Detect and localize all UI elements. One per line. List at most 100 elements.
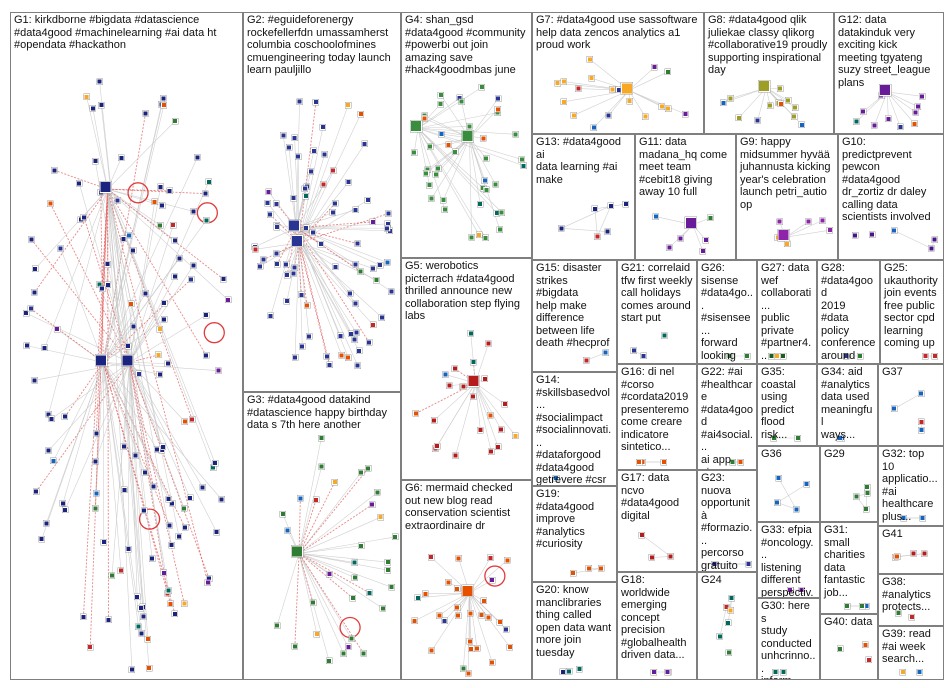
edge bbox=[107, 189, 133, 670]
edge bbox=[298, 438, 322, 554]
edge bbox=[298, 553, 355, 578]
edge bbox=[102, 362, 139, 627]
edge bbox=[475, 382, 499, 447]
node-avatar bbox=[352, 206, 359, 214]
node-avatar bbox=[280, 132, 287, 139]
node-avatar bbox=[305, 333, 313, 340]
edge bbox=[102, 98, 164, 363]
node-avatar bbox=[384, 566, 392, 574]
node-avatar bbox=[108, 572, 116, 579]
node-avatar bbox=[141, 469, 149, 476]
edge bbox=[298, 552, 354, 599]
node-avatar bbox=[843, 352, 850, 360]
group-box-g38: G38: #analytics protects... bbox=[878, 574, 944, 626]
node-avatar bbox=[99, 180, 112, 194]
edge-layer bbox=[894, 393, 922, 431]
node-avatar bbox=[851, 232, 859, 239]
node-avatar bbox=[133, 593, 141, 601]
edge bbox=[102, 362, 169, 500]
group-box-g18: G18: worldwide emerging concept precisio… bbox=[617, 572, 697, 680]
node-avatar bbox=[648, 554, 656, 561]
node-avatar bbox=[202, 311, 210, 319]
node-avatar bbox=[724, 619, 732, 627]
group-network-g30 bbox=[772, 668, 787, 676]
node-avatar bbox=[379, 605, 387, 612]
node-avatar bbox=[473, 645, 481, 652]
node-layer bbox=[273, 434, 399, 665]
edge bbox=[95, 189, 109, 434]
node-avatar bbox=[285, 144, 293, 151]
node-layer bbox=[892, 550, 928, 561]
node-avatar bbox=[267, 312, 274, 320]
edge bbox=[298, 492, 378, 554]
edge bbox=[454, 368, 476, 384]
edge-layer bbox=[414, 556, 511, 674]
node-avatar bbox=[776, 218, 783, 225]
group-box-g37: G37 bbox=[878, 364, 944, 446]
node-avatar bbox=[482, 234, 489, 242]
node-avatar bbox=[586, 56, 594, 63]
node-avatar bbox=[512, 131, 519, 138]
node-avatar bbox=[142, 110, 149, 117]
group-box-g21: G21: correlaid tfw first weekly call hol… bbox=[617, 260, 697, 364]
node-avatar bbox=[475, 231, 483, 239]
group-network-g36 bbox=[773, 474, 810, 513]
edge bbox=[431, 137, 470, 199]
node-avatar bbox=[284, 527, 291, 534]
node-avatar bbox=[41, 344, 48, 352]
node-avatar bbox=[164, 360, 172, 367]
node-avatar bbox=[664, 68, 672, 76]
group-network-g39 bbox=[899, 668, 923, 676]
node-avatar bbox=[175, 533, 183, 540]
node-avatar bbox=[377, 513, 384, 521]
node-avatar bbox=[290, 194, 297, 202]
node-avatar bbox=[283, 297, 291, 305]
edge bbox=[894, 230, 932, 249]
node-avatar bbox=[38, 535, 45, 543]
node-avatar bbox=[188, 416, 196, 423]
node-avatar bbox=[803, 480, 810, 488]
edge bbox=[30, 308, 104, 363]
node-avatar bbox=[348, 635, 355, 642]
node-avatar bbox=[699, 247, 707, 255]
node-avatar bbox=[128, 666, 136, 673]
node-layer bbox=[772, 668, 787, 676]
node-avatar bbox=[918, 418, 925, 426]
node-avatar bbox=[826, 226, 834, 234]
node-avatar bbox=[290, 234, 304, 248]
node-avatar bbox=[660, 458, 668, 466]
edge-layer bbox=[413, 86, 524, 239]
node-avatar bbox=[388, 288, 395, 295]
edge bbox=[298, 553, 314, 603]
edge bbox=[417, 128, 446, 210]
node-avatar bbox=[266, 211, 274, 218]
node-avatar bbox=[61, 506, 69, 514]
node-avatar bbox=[498, 209, 505, 216]
node-avatar bbox=[865, 656, 873, 664]
node-avatar bbox=[893, 553, 901, 560]
edge bbox=[298, 466, 322, 554]
node-avatar bbox=[160, 299, 168, 307]
edge bbox=[102, 362, 222, 500]
edge-layer bbox=[561, 203, 626, 237]
edge bbox=[417, 128, 498, 214]
edge bbox=[294, 227, 297, 268]
node-avatar bbox=[279, 510, 287, 518]
edge bbox=[295, 227, 356, 304]
node-avatar bbox=[434, 165, 442, 172]
edge bbox=[887, 91, 919, 107]
node-avatar bbox=[560, 78, 568, 85]
node-avatar bbox=[766, 102, 774, 109]
edge bbox=[298, 102, 317, 243]
edge bbox=[299, 536, 396, 554]
edge bbox=[288, 147, 297, 228]
edge bbox=[298, 553, 349, 648]
node-avatar bbox=[357, 469, 365, 476]
node-avatar bbox=[594, 233, 601, 240]
edge bbox=[111, 362, 130, 576]
node-avatar bbox=[460, 665, 467, 672]
node-avatar bbox=[583, 357, 590, 364]
node-avatar bbox=[28, 236, 35, 243]
node-avatar bbox=[344, 354, 352, 361]
